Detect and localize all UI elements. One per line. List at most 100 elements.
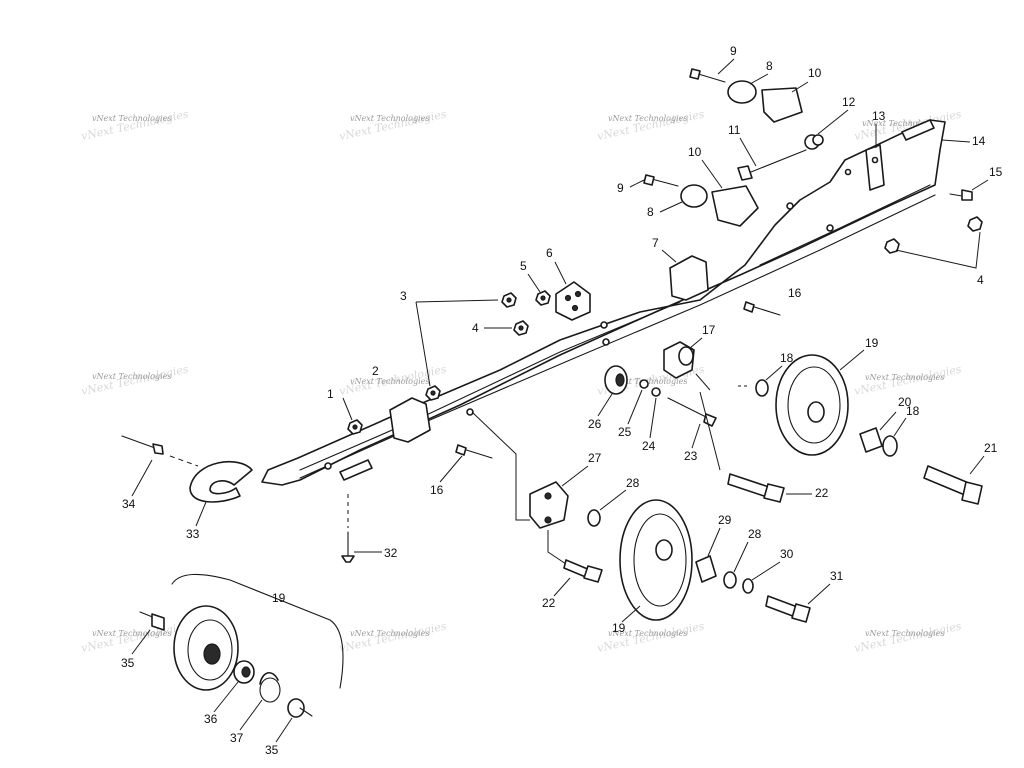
rail-hole xyxy=(844,168,852,176)
leader-line xyxy=(689,337,703,349)
bracket-hole xyxy=(574,290,582,298)
leader-line xyxy=(739,137,757,167)
callout-28: 28 xyxy=(626,476,640,490)
watermark: vNext Technologies xyxy=(92,114,171,123)
rail-slot xyxy=(901,119,935,141)
callout-19: 19 xyxy=(865,336,879,350)
leader-line xyxy=(707,527,721,557)
leader-line xyxy=(733,541,749,573)
callout-34: 34 xyxy=(122,497,136,511)
callout-32: 32 xyxy=(384,546,398,560)
screw-head xyxy=(152,443,164,455)
watermark-ghost: vNext Technologies xyxy=(80,107,190,143)
bolt-9-head xyxy=(689,68,701,80)
leader-line xyxy=(717,58,735,75)
callout-8: 8 xyxy=(766,59,773,73)
leader-line xyxy=(661,249,677,263)
leader-line xyxy=(817,109,849,135)
bracket-hole xyxy=(571,304,579,312)
watermark: vNext Technologies xyxy=(865,373,944,382)
watermark: vNext Technologies xyxy=(608,114,687,123)
leader-line xyxy=(691,423,701,449)
rail-hole xyxy=(786,202,794,210)
wheel-rim xyxy=(633,513,687,607)
spacer-29 xyxy=(695,555,717,583)
bracket-hole xyxy=(544,516,552,524)
wear-strip-7 xyxy=(669,255,709,301)
callout-16: 16 xyxy=(788,286,802,300)
leader-line xyxy=(839,349,865,371)
bolt-22-head xyxy=(763,483,785,503)
leader-line xyxy=(765,365,783,381)
bolt-11-head xyxy=(737,165,753,181)
callout-35b: 35 xyxy=(265,743,279,757)
callout-31: 31 xyxy=(830,569,844,583)
callout-12: 12 xyxy=(842,95,856,109)
leader-line xyxy=(893,417,907,437)
bolt-32-head xyxy=(341,555,355,563)
callout-33: 33 xyxy=(186,527,200,541)
leader-line xyxy=(941,139,971,143)
bolt-11-shaft xyxy=(745,149,807,175)
bracket-27 xyxy=(529,481,569,529)
spacer-8 xyxy=(727,80,757,104)
bolt-9-head xyxy=(643,174,655,186)
watermark-ghost: vNext Technologies xyxy=(596,107,706,143)
leader-line xyxy=(415,301,431,387)
callout-21: 21 xyxy=(984,441,998,455)
callout-28b: 28 xyxy=(748,527,762,541)
callout-4-rear: 4 xyxy=(977,273,984,287)
callout-9: 9 xyxy=(730,44,737,58)
bolt-23-head xyxy=(703,413,717,427)
callout-13: 13 xyxy=(872,109,886,123)
leader-line xyxy=(527,273,541,293)
leader-line xyxy=(597,393,613,417)
leader-line xyxy=(649,397,657,439)
rail-hole xyxy=(324,462,332,470)
nut-bore xyxy=(352,424,358,430)
leader-line xyxy=(791,81,809,93)
leader-line xyxy=(971,179,989,191)
bolt-23-shaft xyxy=(667,397,709,419)
rail-slot xyxy=(339,459,373,481)
leader-line xyxy=(547,530,567,565)
callout-23: 23 xyxy=(684,449,698,463)
wheel-rim xyxy=(787,366,841,444)
leader-line xyxy=(807,583,831,605)
nut-bore xyxy=(540,295,546,301)
leader-line xyxy=(969,455,985,475)
bolt-22-lower-head xyxy=(583,565,603,583)
leader-line xyxy=(749,73,769,85)
callout-24: 24 xyxy=(642,439,656,453)
bracket-hole xyxy=(871,156,879,164)
leader-line xyxy=(701,159,723,189)
bearing-cap-35 xyxy=(287,698,305,718)
bumper-10 xyxy=(711,185,759,227)
callout-22b: 22 xyxy=(542,596,556,610)
bolt-9-shaft xyxy=(694,72,726,83)
leader-line xyxy=(415,299,499,303)
callout-18b: 18 xyxy=(906,404,920,418)
washer-18 xyxy=(882,435,898,457)
callout-10: 10 xyxy=(808,66,822,80)
rail-hole xyxy=(602,338,610,346)
leader-line xyxy=(553,577,571,597)
bracket-6 xyxy=(555,281,591,321)
callout-8b: 8 xyxy=(647,205,654,219)
bolt-15-head xyxy=(961,189,973,201)
wheel-hub xyxy=(807,401,825,423)
leader-line xyxy=(471,411,530,521)
callout-22: 22 xyxy=(815,486,829,500)
leader-line xyxy=(629,179,645,188)
bolt-15-shaft xyxy=(949,193,963,197)
snap-ring-37 xyxy=(259,677,281,703)
leader-line xyxy=(213,681,239,713)
washer-25 xyxy=(639,379,649,389)
callout-37: 37 xyxy=(230,731,244,745)
leader-line xyxy=(695,373,711,391)
leader-line xyxy=(879,411,897,431)
callout-2: 2 xyxy=(372,364,379,378)
callout-20-label: 20 xyxy=(898,395,912,409)
shaft xyxy=(299,707,313,717)
